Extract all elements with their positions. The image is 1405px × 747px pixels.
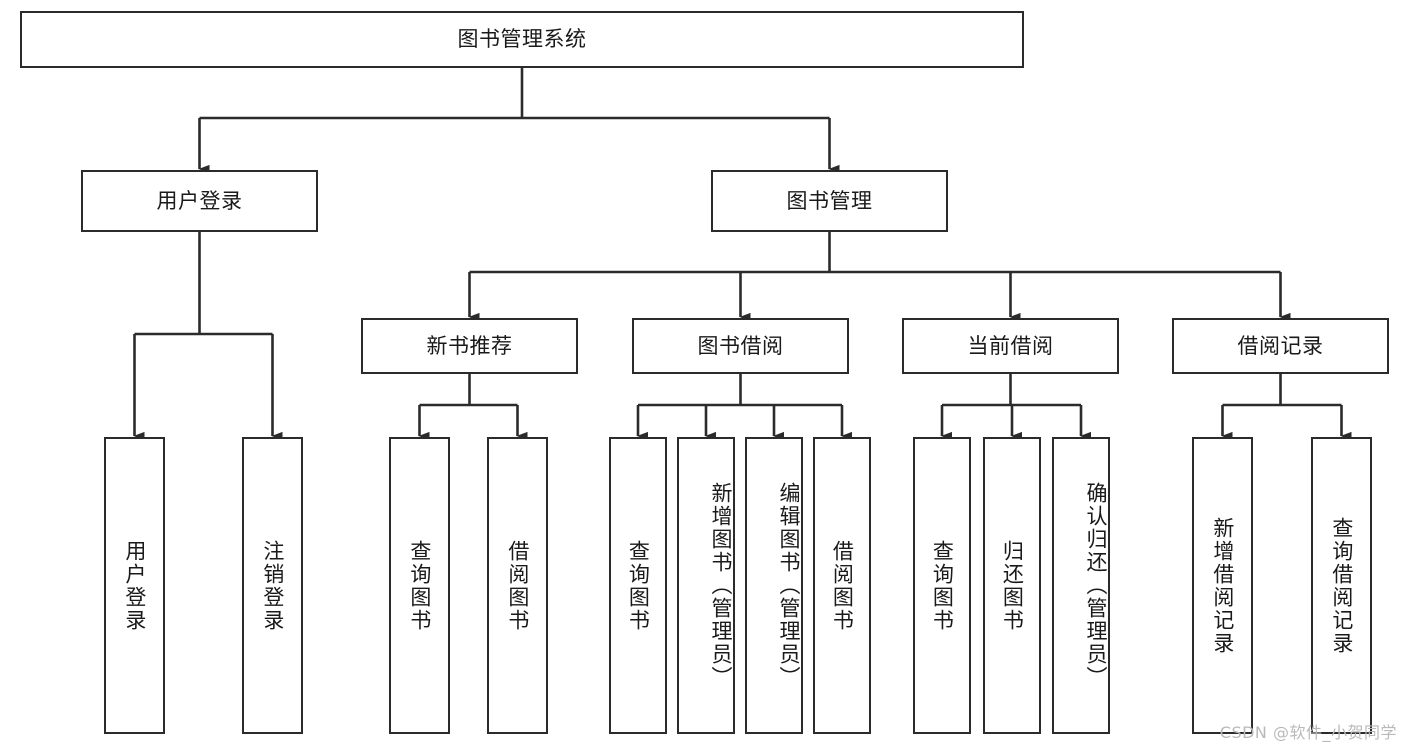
node-label: 注销登录 [260,539,285,632]
node-label: 图书借阅 [697,333,784,358]
node-leaf-cb-query[interactable]: 查询图书 [913,437,971,734]
node-label: 用户登录 [122,539,147,632]
node-label: 图书管理 [786,188,873,213]
node-book-borrow[interactable]: 图书借阅 [632,318,849,374]
node-label: 新增图书（管理员） [709,482,733,689]
csdn-watermark: CSDN @软件_小贺同学 [1219,723,1397,742]
node-leaf-cb-confirm[interactable]: 确认归还（管理员） [1052,437,1110,734]
node-user-login[interactable]: 用户登录 [81,170,318,232]
node-label: 用户登录 [156,188,243,213]
node-leaf-br-add[interactable]: 新增借阅记录 [1192,437,1253,734]
node-label: 归还图书 [1000,539,1025,632]
node-label: 编辑图书（管理员） [777,482,801,689]
node-book-manage[interactable]: 图书管理 [711,170,948,232]
node-borrow-record[interactable]: 借阅记录 [1172,318,1389,374]
node-leaf-bb-add[interactable]: 新增图书（管理员） [677,437,735,734]
node-leaf-rec-query[interactable]: 查询图书 [389,437,450,734]
node-leaf-bb-edit[interactable]: 编辑图书（管理员） [745,437,803,734]
node-current-borrow[interactable]: 当前借阅 [902,318,1119,374]
node-leaf-cb-return[interactable]: 归还图书 [983,437,1041,734]
node-label: 查询图书 [407,539,432,632]
node-label: 图书管理系统 [457,27,587,52]
node-label: 查询图书 [626,539,651,632]
node-leaf-rec-borrow[interactable]: 借阅图书 [487,437,548,734]
node-label: 借阅图书 [505,539,530,632]
node-label: 新书推荐 [426,333,513,358]
node-label: 新增借阅记录 [1210,516,1235,655]
node-leaf-bb-borrow[interactable]: 借阅图书 [813,437,871,734]
node-label: 借阅图书 [830,539,855,632]
node-label: 当前借阅 [967,333,1054,358]
node-leaf-br-query[interactable]: 查询借阅记录 [1311,437,1372,734]
node-root[interactable]: 图书管理系统 [20,11,1024,68]
node-label: 查询借阅记录 [1329,516,1354,655]
node-leaf-bb-query[interactable]: 查询图书 [609,437,667,734]
node-leaf-user-logout[interactable]: 注销登录 [242,437,303,734]
node-label: 确认归还（管理员） [1084,482,1108,689]
node-new-book-rec[interactable]: 新书推荐 [361,318,578,374]
node-leaf-user-login[interactable]: 用户登录 [104,437,165,734]
node-label: 借阅记录 [1237,333,1324,358]
node-label: 查询图书 [930,539,955,632]
